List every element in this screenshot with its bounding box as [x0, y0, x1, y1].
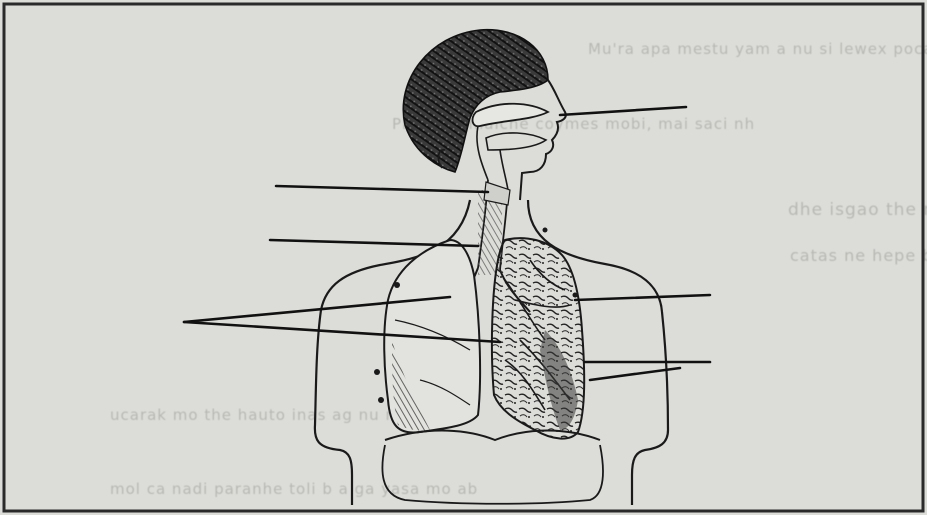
pointer-right-lung: [575, 295, 710, 300]
face-outline: [520, 80, 566, 200]
abdomen-outline: [382, 445, 603, 504]
pointer-nose: [560, 107, 686, 115]
oral-cavity: [486, 133, 546, 150]
nasal-cavity: [473, 104, 548, 127]
hair: [403, 30, 548, 172]
pointer-pharynx: [276, 186, 488, 192]
